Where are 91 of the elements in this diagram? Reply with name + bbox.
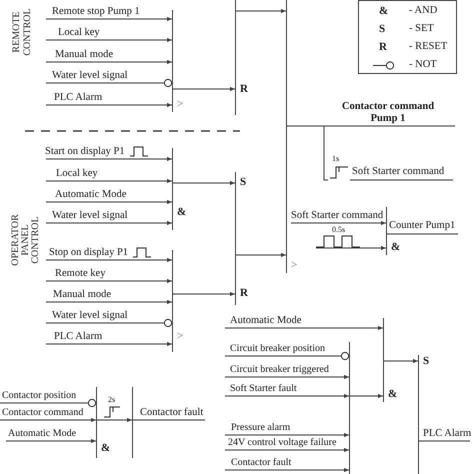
signal-label: PLC Alarm (54, 331, 102, 343)
logic-bar (172, 250, 186, 352)
section-title: REMOTE CONTROL (11, 7, 33, 58)
signal-label: Circuit breaker position (230, 343, 325, 355)
logic-bar (235, 172, 249, 305)
period-label: 0.5s (332, 225, 346, 234)
legend-text: - AND (409, 5, 438, 17)
signal-label: Pressure alarm (231, 422, 290, 434)
output-label: Contactor fault (140, 407, 204, 419)
arrow (234, 252, 286, 258)
signal-label: Contactor fault (231, 457, 292, 469)
legend-text: - SET (409, 23, 434, 35)
gate-symbol: S (423, 355, 430, 367)
signal-label: Contactor position (2, 390, 76, 402)
output-label: PLC Alarm (423, 428, 472, 440)
delay-label: 1s (332, 154, 340, 163)
arrow (172, 86, 236, 92)
arrow (224, 432, 350, 438)
arrow (46, 258, 172, 262)
signal-label: Start on display P1 (45, 146, 125, 158)
section-title: OPERATOR PANEL CONTROL (11, 213, 41, 268)
signal-line (418, 440, 470, 442)
arrow (224, 326, 384, 330)
arrow (224, 374, 350, 380)
signal-label: Automatic Mode (8, 428, 76, 440)
gate-symbol: & (388, 388, 398, 400)
logic-bar (235, 0, 249, 115)
gate-symbol: > (177, 330, 184, 342)
signal-label: Contactor command (2, 407, 84, 419)
arrow (46, 278, 172, 284)
legend-text: - RESET (409, 41, 448, 53)
signal-label: Soft Starter fault (230, 383, 297, 395)
arrow (172, 292, 236, 296)
gate-symbol: S (240, 176, 246, 188)
arrow (96, 418, 132, 422)
signal-label: Local key (56, 168, 98, 180)
arrow (46, 220, 172, 226)
signal-label: Stop on display P1 (49, 247, 128, 259)
arrow (46, 200, 172, 204)
signal-label: Soft Starter command (291, 210, 384, 222)
arrow (6, 438, 96, 444)
signal-label: 24V control voltage failure (228, 437, 336, 449)
gate-symbol: R (240, 287, 248, 299)
logic-bar (172, 10, 186, 112)
arrow (234, 8, 286, 14)
logic-bar (383, 318, 397, 402)
output-label: Contactor command Pump 1 (340, 101, 436, 125)
gate-symbol: & (177, 206, 186, 218)
signal-label: Water level signal (52, 210, 128, 222)
arrow (46, 178, 172, 184)
arrow (172, 180, 236, 186)
gate-symbol: > (177, 98, 184, 110)
signal-label: PLC Alarm (54, 92, 102, 104)
signal-label: Remote stop Pump 1 (52, 6, 140, 18)
arrow (46, 16, 172, 22)
output-label: Soft Starter command (352, 166, 444, 178)
signal-label: Remote key (55, 268, 106, 280)
arrow (46, 156, 172, 162)
arrow (46, 38, 172, 42)
edge-label: 2s (108, 395, 116, 404)
gate-symbol: & (379, 5, 388, 17)
arrow (46, 342, 172, 346)
legend-text: - NOT (409, 59, 437, 71)
arrow (0, 418, 96, 422)
gate-symbol: R (240, 83, 248, 95)
signal-label: Automatic Mode (55, 189, 126, 201)
signal-label: Automatic Mode (230, 315, 302, 327)
gate-symbol: S (379, 23, 386, 35)
arrow (290, 220, 386, 226)
signal-label: Manual mode (53, 289, 112, 301)
gate-symbol: R (379, 41, 387, 53)
arrow (46, 102, 172, 108)
gate-symbol: > (291, 259, 298, 271)
logic-bar (172, 148, 186, 230)
signal-label: Local key (58, 27, 100, 39)
arrow (316, 246, 386, 250)
signal-label: Water level signal (52, 70, 128, 82)
arrow (382, 358, 418, 364)
signal-label: Manual mode (55, 49, 114, 61)
gate-symbol: & (391, 241, 400, 253)
arrow (224, 448, 350, 452)
signal-label: Circuit breaker triggered (230, 364, 329, 376)
arrow (46, 300, 172, 304)
arrow (46, 60, 172, 64)
output-label: Counter Pump1 (389, 220, 456, 232)
arrow (224, 394, 350, 398)
signal-line (286, 126, 328, 180)
signal-label: Water level signal (52, 310, 128, 322)
arrow (224, 468, 350, 472)
gate-symbol: & (101, 442, 110, 454)
arrow (348, 394, 384, 398)
